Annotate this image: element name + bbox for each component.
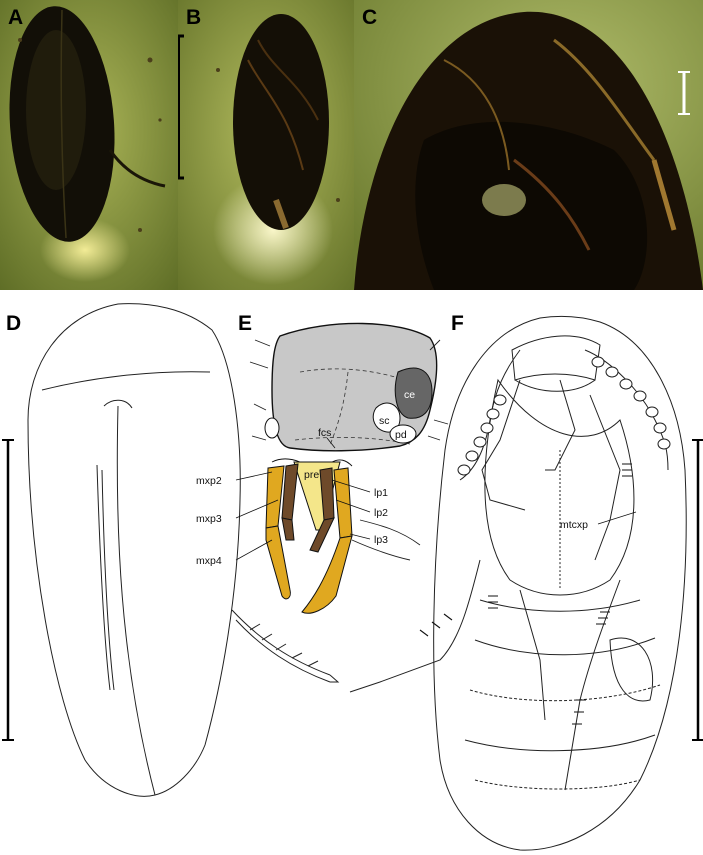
label-pd: pd	[395, 429, 407, 441]
elytra-drawing-d	[27, 303, 241, 797]
line-drawings: ce sc pd fcs pre mxp2 mxp3 mxp4 lp1 lp2 …	[2, 303, 703, 851]
panel-label-d: D	[6, 312, 22, 335]
label-lp2: lp2	[374, 507, 388, 519]
panel-label-b: B	[186, 6, 202, 29]
label-mxp4: mxp4	[196, 555, 222, 567]
leader-lines-e	[235, 437, 371, 561]
photo-panel-b	[178, 0, 354, 290]
ventral-drawing-f	[349, 315, 687, 851]
head-capsule-e	[249, 322, 449, 452]
label-ce: ce	[404, 389, 415, 401]
label-mxp2: mxp2	[196, 475, 222, 487]
scale-bar-f	[692, 439, 703, 741]
photo-panel-a	[0, 0, 178, 290]
panel-label-e: E	[238, 312, 253, 335]
maxillary-palps	[265, 465, 353, 614]
label-mxp3: mxp3	[196, 513, 222, 525]
label-fcs: fcs	[318, 427, 331, 439]
panel-label-c: C	[362, 6, 378, 29]
label-pre: pre	[304, 469, 319, 481]
panel-label-f: F	[451, 312, 464, 335]
label-lp1: lp1	[374, 487, 388, 499]
antenna-drawing	[231, 609, 340, 683]
panel-label-a: A	[8, 6, 24, 29]
scale-bar-d	[2, 439, 14, 741]
antenna-segments-f	[457, 356, 671, 476]
label-lp3: lp3	[374, 534, 388, 546]
labial-palps	[281, 463, 335, 553]
photo-panel-c	[354, 0, 703, 290]
label-mtcxp: mtcxp	[560, 519, 588, 531]
label-sc: sc	[379, 415, 390, 427]
leg-setae-f	[419, 463, 632, 725]
leader-line-mtcxp	[597, 511, 637, 525]
